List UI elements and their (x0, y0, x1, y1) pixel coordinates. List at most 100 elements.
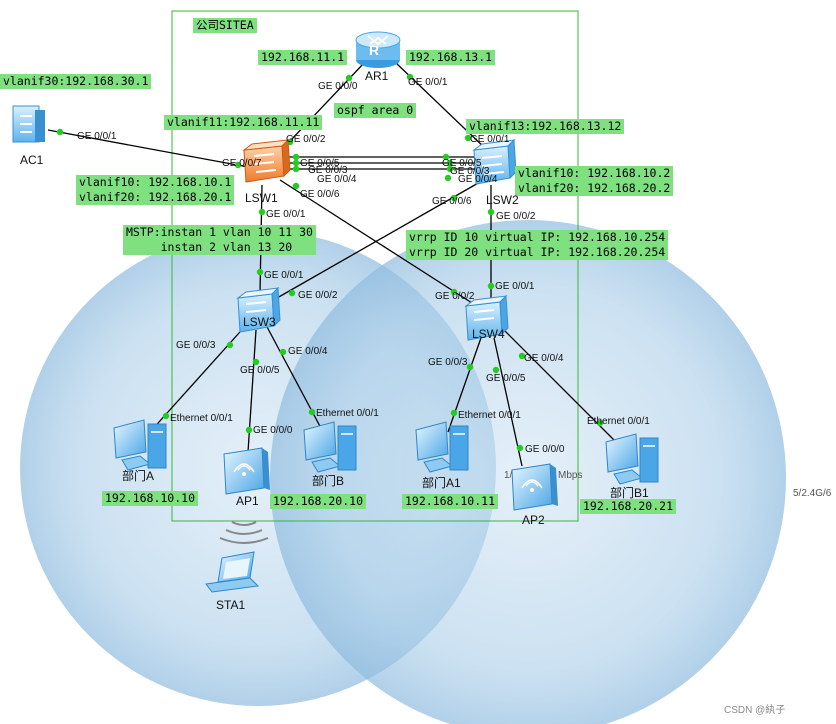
port-dot (518, 352, 526, 360)
port-dot (444, 174, 452, 182)
pc-b-name: 部门B (312, 474, 345, 488)
ar1-right-ip: 192.168.13.1 (406, 50, 496, 65)
port-label: GE 0/0/2 (286, 134, 326, 145)
port-dot (162, 412, 170, 420)
port-dot (292, 182, 300, 190)
switch-icon[interactable] (472, 138, 517, 185)
port-label: GE 0/0/6 (300, 189, 340, 200)
port-dot (279, 348, 287, 356)
port-label: GE 0/0/1 (77, 131, 117, 142)
access-point-icon[interactable] (223, 447, 270, 495)
port-dot (56, 128, 64, 136)
port-dot (466, 363, 474, 371)
port-dot (258, 208, 266, 216)
port-label: Ethernet 0/0/1 (316, 408, 379, 419)
switch-icon-orange[interactable] (242, 138, 291, 183)
port-label: Ethernet 0/0/1 (587, 416, 650, 427)
lsw3-name: LSW3 (243, 315, 276, 329)
watermark: CSDN @紈子 (724, 705, 786, 716)
port-label: GE 0/0/1 (264, 270, 304, 281)
port-label: GE 0/0/5 (442, 158, 482, 169)
switch-icon[interactable] (464, 294, 509, 341)
pc-icon[interactable] (415, 421, 469, 473)
port-label: GE 0/0/0 (253, 425, 293, 436)
pc-icon[interactable] (113, 419, 167, 471)
port-dot (487, 208, 495, 216)
lsw1-vlanif-label: vlanif10: 192.168.10.1 vlanif20: 192.168… (76, 175, 235, 205)
access-point-icon[interactable] (511, 463, 558, 511)
pc-a1-ip-label: 192.168.10.11 (402, 494, 499, 509)
port-label: GE 0/0/5 (240, 365, 280, 376)
pc-icon[interactable] (605, 433, 659, 485)
sta1-name: STA1 (216, 598, 246, 612)
access-controller-icon[interactable] (12, 105, 45, 143)
port-dot (492, 366, 500, 374)
port-label: GE 0/0/2 (298, 290, 338, 301)
port-label: GE 0/0/4 (317, 174, 357, 185)
ac1-vlanif-label: vlanif30:192.168.30.1 (0, 74, 152, 89)
pc-b1-name: 部门B1 (610, 486, 649, 500)
ar1-left-ip: 192.168.11.1 (258, 50, 348, 65)
lsw1-vlanif11-label: vlanif11:192.168.11.11 (164, 115, 323, 130)
link-ac1-lsw1 (47, 129, 249, 168)
port-dot (450, 409, 458, 417)
company-zone-label: 公司SITEA (193, 18, 257, 33)
port-label: GE 0/0/4 (288, 346, 328, 357)
port-label: GE 0/0/3 (450, 166, 490, 177)
pc-a-name: 部门A (122, 469, 155, 483)
port-label: GE 0/0/1 (408, 77, 448, 88)
port-label: GE 0/0/0 (525, 444, 565, 455)
port-label: GE 0/0/7 (222, 158, 262, 169)
coverage-edge-text: 5/2.4G/6 (793, 488, 832, 499)
port-dot (487, 282, 495, 290)
port-dot (596, 419, 604, 427)
router-icon[interactable]: R (355, 31, 401, 68)
port-dot (464, 134, 472, 142)
wireless-signal-icon (219, 521, 269, 544)
port-label: GE 0/0/1 (266, 209, 306, 220)
pc-b-ip-label: 192.168.20.10 (270, 494, 367, 509)
port-dot (292, 165, 300, 173)
company-zone (171, 10, 579, 522)
port-dot (245, 426, 253, 434)
port-dot (406, 73, 414, 81)
lsw2-vlanif13-label: vlanif13:192.168.13.12 (466, 119, 625, 134)
pc-icon[interactable] (303, 421, 357, 473)
port-label: GE 0/0/5 (300, 158, 340, 169)
port-label: GE 0/0/0 (318, 81, 358, 92)
pc-a-ip-label: 192.168.10.10 (102, 491, 199, 506)
link-lsw4-pcb1 (503, 329, 615, 441)
port-label: GE 0/0/3 (308, 165, 348, 176)
ap2-name: AP2 (522, 513, 545, 527)
laptop-icon[interactable] (205, 551, 260, 593)
port-label: GE 0/0/1 (495, 281, 535, 292)
port-dot (234, 161, 242, 169)
port-dot (516, 444, 524, 452)
port-label: GE 0/0/2 (435, 291, 475, 302)
port-label: Ethernet 0/0/1 (170, 413, 233, 424)
pc-a1-name: 部门A1 (422, 476, 461, 490)
vrrp-label: vrrp ID 10 virtual IP: 192.168.10.254 vr… (406, 230, 669, 260)
port-label: GE 0/0/6 (432, 196, 472, 207)
port-label: GE 0/0/2 (496, 211, 536, 222)
port-dot (446, 159, 454, 167)
switch-icon[interactable] (236, 286, 281, 333)
port-dot (446, 165, 454, 173)
port-dots (56, 73, 604, 452)
port-dot (288, 289, 296, 297)
port-dot (442, 153, 450, 161)
port-dot (308, 408, 316, 416)
port-label: Ethernet 0/0/1 (458, 410, 521, 421)
lsw4-name: LSW4 (472, 327, 505, 341)
port-label: GE 0/0/1 (470, 134, 510, 145)
ac1-name: AC1 (20, 153, 44, 167)
port-label: GE 0/0/5 (486, 373, 526, 384)
port-label: GE 0/0/4 (458, 174, 498, 185)
port-label: GE 0/0/3 (428, 357, 468, 368)
link-lsw2-lsw3 (269, 181, 481, 303)
port-dot (450, 194, 458, 202)
ap2-rate-suffix: Mbps (558, 470, 583, 481)
port-label: GE 0/0/4 (524, 353, 564, 364)
link-lsw4-ap2 (493, 337, 523, 467)
